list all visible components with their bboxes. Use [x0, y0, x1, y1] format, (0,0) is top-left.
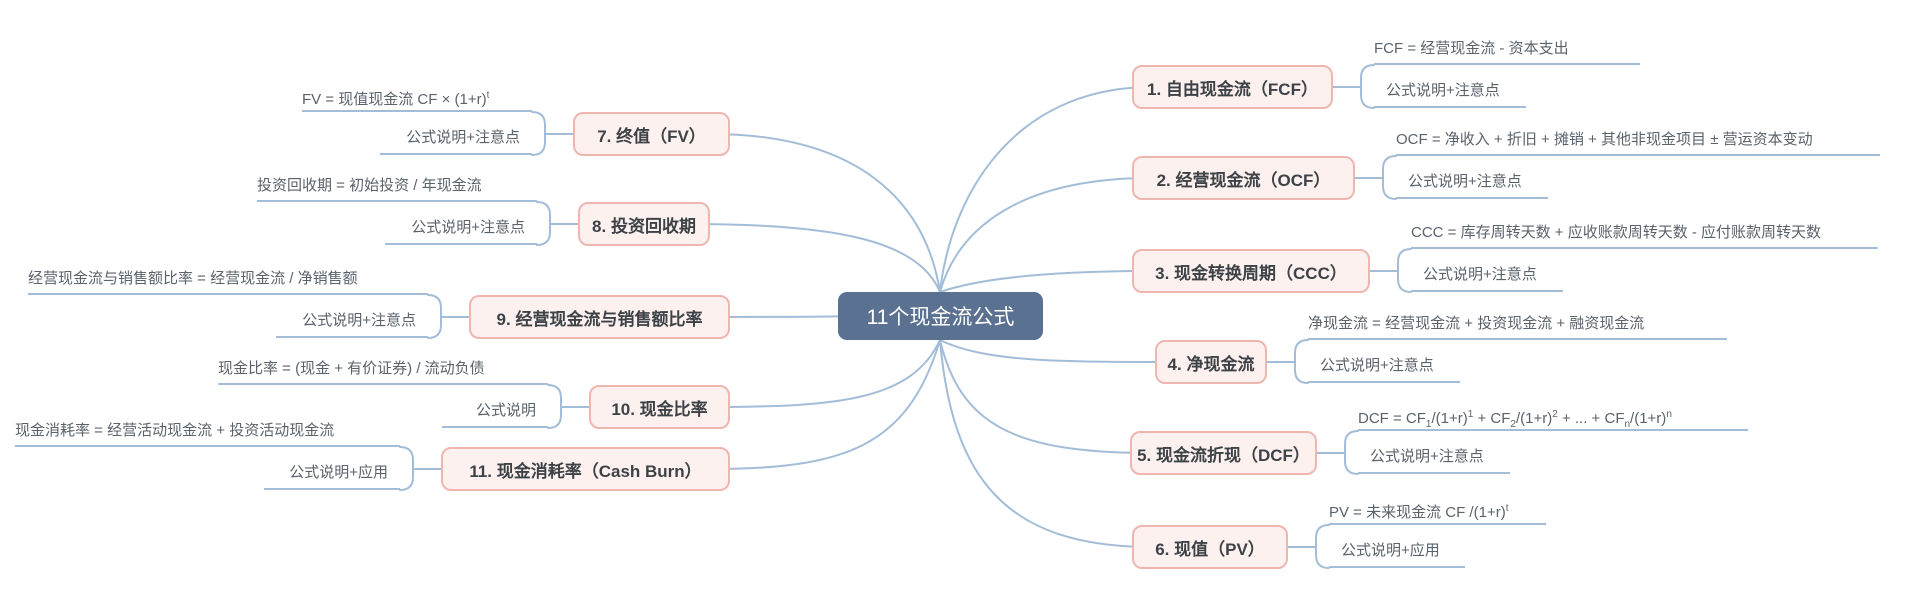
- branch-note-10[interactable]: 公式说明: [442, 397, 548, 428]
- curve-branch-2: [939, 177, 1153, 293]
- branch-formula-1[interactable]: FCF = 经营现金流 - 资本支出: [1374, 39, 1640, 65]
- branch-formula-7[interactable]: FV = 现值现金流 CF × (1+r)t: [302, 86, 532, 112]
- curve-branch-5: [939, 339, 1151, 454]
- curve-branch-3: [939, 270, 1153, 293]
- branch-topic-9[interactable]: 9. 经营现金流与销售额比率: [469, 295, 730, 339]
- branch-note-8[interactable]: 公式说明+注意点: [385, 214, 537, 245]
- branch-topic-6[interactable]: 6. 现值（PV）: [1132, 525, 1288, 569]
- branch-note-11[interactable]: 公式说明+应用: [264, 459, 400, 490]
- branch-topic-4[interactable]: 4. 净现金流: [1155, 340, 1267, 384]
- branch-formula-3[interactable]: CCC = 库存周转天数 + 应收账款周转天数 - 应付账款周转天数: [1411, 223, 1878, 249]
- curve-branch-6: [939, 339, 1153, 548]
- branch-formula-6[interactable]: PV = 未来现金流 CF /(1+r)t: [1329, 499, 1546, 525]
- branch-topic-3[interactable]: 3. 现金转换周期（CCC）: [1132, 249, 1370, 293]
- branch-topic-5[interactable]: 5. 现金流折现（DCF）: [1130, 431, 1317, 475]
- branch-formula-10[interactable]: 现金比率 = (现金 + 有价证券) / 流动负债: [218, 359, 548, 385]
- central-topic[interactable]: 11个现金流公式: [838, 292, 1043, 340]
- branch-topic-7[interactable]: 7. 终值（FV）: [573, 112, 730, 156]
- curve-branch-9: [709, 315, 859, 318]
- branch-topic-2[interactable]: 2. 经营现金流（OCF）: [1132, 156, 1355, 200]
- curve-branch-10: [709, 339, 941, 408]
- branch-note-3[interactable]: 公式说明+注意点: [1411, 261, 1563, 292]
- branch-formula-4[interactable]: 净现金流 = 经营现金流 + 投资现金流 + 融资现金流: [1308, 314, 1727, 340]
- branch-note-4[interactable]: 公式说明+注意点: [1308, 352, 1460, 383]
- branch-formula-9[interactable]: 经营现金流与销售额比率 = 经营现金流 / 净销售额: [28, 269, 428, 295]
- branch-formula-11[interactable]: 现金消耗率 = 经营活动现金流 + 投资活动现金流: [15, 421, 400, 447]
- branch-note-1[interactable]: 公式说明+注意点: [1374, 77, 1526, 108]
- curve-branch-4: [939, 339, 1176, 363]
- branch-note-5[interactable]: 公式说明+注意点: [1358, 443, 1510, 474]
- branch-topic-8[interactable]: 8. 投资回收期: [578, 202, 710, 246]
- branch-formula-2[interactable]: OCF = 净收入 + 折旧 + 摊销 + 其他非现金项目 ± 营运资本变动: [1396, 130, 1880, 156]
- branch-topic-11[interactable]: 11. 现金消耗率（Cash Burn）: [441, 447, 730, 491]
- branch-note-6[interactable]: 公式说明+应用: [1329, 537, 1465, 568]
- branch-formula-5[interactable]: DCF = CF1/(1+r)1 + CF2/(1+r)2 + ... + CF…: [1358, 405, 1748, 431]
- branch-topic-10[interactable]: 10. 现金比率: [589, 385, 730, 429]
- curve-branch-7: [709, 133, 941, 293]
- branch-note-7[interactable]: 公式说明+注意点: [380, 124, 532, 155]
- branch-formula-8[interactable]: 投资回收期 = 初始投资 / 年现金流: [257, 176, 537, 202]
- curve-branch-11: [709, 339, 941, 470]
- branch-note-9[interactable]: 公式说明+注意点: [276, 307, 428, 338]
- curve-branch-1: [939, 86, 1153, 293]
- curve-branch-8: [689, 223, 941, 293]
- branch-topic-1[interactable]: 1. 自由现金流（FCF）: [1132, 65, 1333, 109]
- branch-note-2[interactable]: 公式说明+注意点: [1396, 168, 1548, 199]
